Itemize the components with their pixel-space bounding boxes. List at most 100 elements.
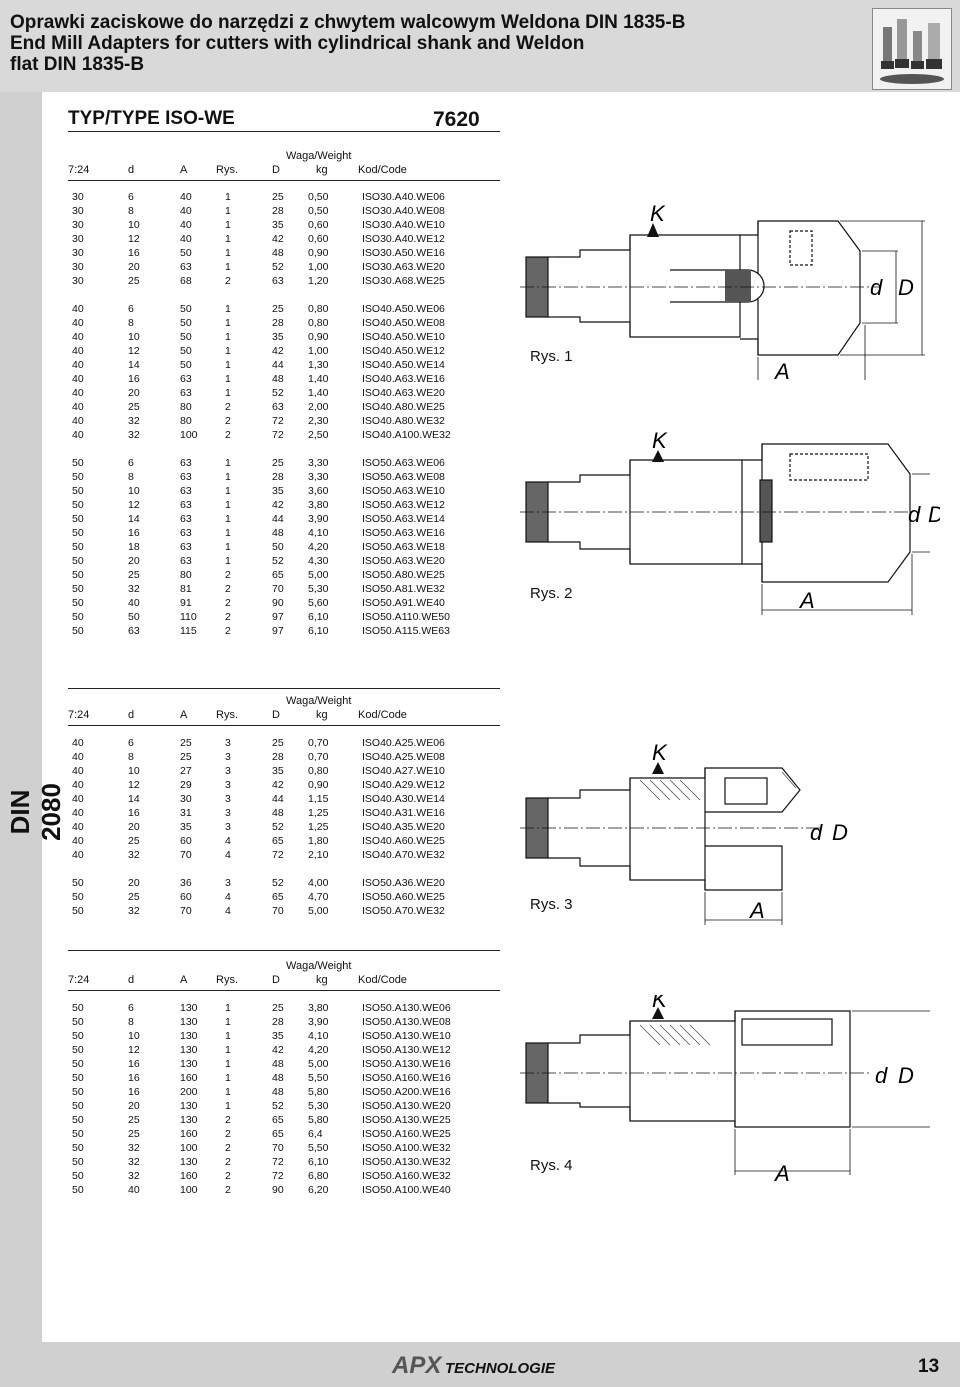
table-cell: 160 [180,1170,198,1182]
table-cell: 40 [72,429,84,441]
table-cell: 2 [225,597,231,609]
table-cell: 130 [180,1058,198,1070]
table-cell: 2 [225,611,231,623]
title-english-line2: flat DIN 1835-B [10,54,145,75]
table-cell: 40 [180,191,192,203]
page-number: 13 [918,1356,940,1377]
table-cell: 50 [272,541,284,553]
table-cell: 42 [272,779,284,791]
drawing-rys-3: K A d D [520,740,848,925]
table-cell: ISO50.A160.WE25 [362,1128,451,1140]
table-cell: 200 [180,1086,198,1098]
brand-logo: APX [392,1352,442,1379]
table-cell: 60 [180,891,192,903]
table-cell: ISO40.A25.WE08 [362,751,445,763]
dim-k-label: K [652,740,668,765]
table-cell: ISO30.A40.WE06 [362,191,445,203]
table-cell: 1 [225,387,231,399]
table-cell: 40 [180,219,192,231]
table-cell: 25 [128,891,140,903]
table-cell: 25 [272,191,284,203]
table-cell: ISO40.A35.WE20 [362,821,445,833]
table-cell: 1 [225,191,231,203]
table-cell: 0,60 [308,219,329,231]
table-cell: 4,10 [308,527,329,539]
table-cell: 3 [225,737,231,749]
table-cell: 44 [272,359,284,371]
table-cell: 2 [225,583,231,595]
table-cell: 1,80 [308,835,329,847]
table-cell: 25 [128,1128,140,1140]
table-cell: 50 [72,1086,84,1098]
header-code: Kod/Code [358,974,407,986]
table-cell: 70 [180,905,192,917]
table-cell: ISO50.A160.WE16 [362,1072,451,1084]
table-cell: 10 [128,485,140,497]
dim-d-label: d [810,820,823,845]
table-cell: 52 [272,877,284,889]
sidebar-label: DIN 2080 [5,783,66,841]
table-cell: 50 [72,1016,84,1028]
table-cell: 1 [225,233,231,245]
table-cell: 8 [128,1016,134,1028]
table-cell: 50 [180,317,192,329]
table-cell: ISO50.A130.WE25 [362,1114,451,1126]
table-cell: ISO30.A50.WE16 [362,247,445,259]
table-cell: 130 [180,1030,198,1042]
table-cell: ISO30.A40.WE08 [362,205,445,217]
table-cell: 1 [225,345,231,357]
table-cell: 50 [72,1170,84,1182]
table-cell: ISO40.A50.WE12 [362,345,445,357]
table-cell: ISO40.A60.WE25 [362,835,445,847]
table-cell: ISO50.A130.WE10 [362,1030,451,1042]
dim-D-label: D [928,502,940,527]
table-cell: 1 [225,331,231,343]
table-cell: 3 [225,751,231,763]
table-cell: 50 [72,905,84,917]
table-cell: 44 [272,513,284,525]
table-cell: 8 [128,751,134,763]
table-cell: 44 [272,793,284,805]
table-cell: ISO50.A63.WE06 [362,457,445,469]
table-cell: 32 [128,429,140,441]
dim-d-label: d [908,502,921,527]
table-cell: 63 [180,373,192,385]
brand-tagline: TECHNOLOGIE [445,1360,556,1377]
table-cell: 4,30 [308,555,329,567]
table-cell: 1 [225,527,231,539]
title-rule [68,131,500,132]
page-header: Oprawki zaciskowe do narzędzi z chwytem … [0,0,960,92]
table-cell: 97 [272,625,284,637]
table-cell: 20 [128,877,140,889]
table-cell: 28 [272,1016,284,1028]
table-cell: 29 [180,779,192,791]
table-cell: 1,00 [308,261,329,273]
table-cell: 32 [128,583,140,595]
dim-D-label: D [832,820,848,845]
table-cell: 1 [225,1058,231,1070]
table-cell: 10 [128,331,140,343]
table-3-top-rule [68,950,500,951]
table-cell: 63 [180,457,192,469]
table-cell: 20 [128,821,140,833]
table-cell: 40 [128,597,140,609]
title-polish: Oprawki zaciskowe do narzędzi z chwytem … [10,12,686,33]
table-cell: 32 [128,1142,140,1154]
table-cell: 40 [72,835,84,847]
table-cell: 1 [225,247,231,259]
table-cell: 72 [272,429,284,441]
table-cell: ISO40.A63.WE20 [362,387,445,399]
table-cell: 12 [128,233,140,245]
table-cell: 72 [272,849,284,861]
table-cell: 72 [272,415,284,427]
table-cell: 63 [180,387,192,399]
table-cell: 40 [72,807,84,819]
table-cell: ISO50.A63.WE16 [362,527,445,539]
header-kg: kg [316,709,328,721]
table-cell: 50 [180,303,192,315]
table-cell: 0,80 [308,317,329,329]
table-cell: 30 [72,275,84,287]
table-cell: 1 [225,471,231,483]
table-cell: 40 [180,205,192,217]
table-cell: 28 [272,205,284,217]
